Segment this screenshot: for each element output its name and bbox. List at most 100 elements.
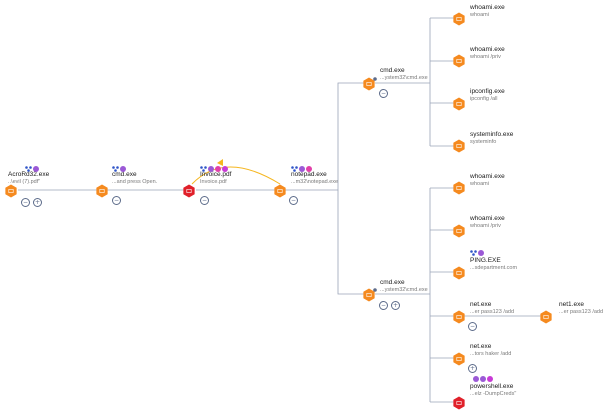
process-name[interactable]: AcroRd32.exe	[8, 171, 50, 178]
detection-badges	[25, 166, 39, 172]
process-hexagon-icon[interactable]	[453, 181, 465, 195]
process-hexagon-icon[interactable]	[540, 310, 552, 324]
edge-notepad-cmd3	[337, 190, 368, 295]
window-glyph-icon	[456, 17, 462, 21]
node-label-notepad: notepad.exe...m32\notepad.exe	[291, 171, 339, 185]
process-commandline: whoami	[470, 180, 489, 187]
pink-badge-icon[interactable]	[306, 166, 312, 172]
process-hexagon-icon-shape	[453, 54, 465, 68]
process-hexagon-icon[interactable]	[453, 310, 465, 324]
triad-dot	[202, 169, 205, 172]
expand-button[interactable]: +	[391, 301, 400, 310]
process-commandline: whoami	[470, 11, 489, 18]
process-hexagon-icon[interactable]	[453, 12, 465, 26]
collapse-button[interactable]: −	[112, 196, 121, 205]
purple-badge-icon[interactable]	[473, 376, 479, 382]
purple-badge-icon[interactable]	[120, 166, 126, 172]
triad-dot	[114, 169, 117, 172]
process-hexagon-icon-shape	[453, 224, 465, 238]
collapse-button[interactable]: −	[468, 322, 477, 331]
triad-dot	[295, 166, 298, 169]
process-name[interactable]: whoami.exe	[470, 173, 505, 180]
process-hexagon-icon-shape	[540, 310, 552, 324]
process-name[interactable]: cmd.exe	[380, 67, 405, 74]
purple-badge-icon[interactable]	[33, 166, 39, 172]
process-hexagon-icon[interactable]	[453, 352, 465, 366]
process-hexagon-icon[interactable]	[5, 184, 17, 198]
process-hexagon-icon[interactable]	[363, 288, 375, 302]
process-hexagon-icon-shape	[96, 184, 108, 198]
triad-icon	[112, 166, 119, 172]
process-commandline: ...m32\notepad.exe	[291, 178, 339, 185]
collapse-button[interactable]: −	[379, 89, 388, 98]
process-hexagon-icon-shape	[453, 352, 465, 366]
process-hexagon-icon-shape	[453, 12, 465, 26]
process-hexagon-icon[interactable]	[453, 266, 465, 280]
edge-arrow	[217, 159, 223, 166]
edge-invoice-notepad-highlight	[191, 166, 281, 185]
triad-dot	[116, 166, 119, 169]
process-name[interactable]: notepad.exe	[291, 171, 327, 178]
purple-badge-icon[interactable]	[478, 250, 484, 256]
process-hexagon-icon[interactable]	[274, 184, 286, 198]
process-hexagon-icon-shape	[363, 77, 375, 91]
process-commandline: ...sdepartment.com	[470, 264, 518, 271]
purple-badge-icon[interactable]	[480, 376, 486, 382]
window-glyph-icon	[456, 271, 462, 275]
triad-dot	[27, 169, 30, 172]
window-glyph-icon	[543, 315, 549, 319]
window-glyph-icon	[99, 189, 105, 193]
purple-badge-icon[interactable]	[208, 166, 214, 172]
collapse-button[interactable]: −	[289, 196, 298, 205]
detection-badges	[200, 166, 228, 172]
triad-dot	[204, 166, 207, 169]
expand-button[interactable]: +	[468, 364, 477, 373]
process-hexagon-icon-shape	[274, 184, 286, 198]
triad-dot	[291, 166, 294, 169]
process-commandline: ...er pass123 /add	[559, 308, 604, 315]
process-hexagon-icon[interactable]	[96, 184, 108, 198]
process-name[interactable]: whoami.exe	[470, 215, 505, 222]
purple-badge-icon[interactable]	[299, 166, 305, 172]
process-commandline: ...elz -DumpCreds"	[470, 390, 517, 397]
magenta-badge-icon[interactable]	[222, 166, 228, 172]
magenta-badge-icon[interactable]	[487, 376, 493, 382]
node-label-net1: net.exe...er pass123 /add	[470, 301, 514, 315]
alert-hexagon-icon[interactable]	[453, 396, 465, 410]
process-name[interactable]: Invoice.pdf	[200, 171, 232, 178]
window-glyph-icon	[366, 82, 372, 86]
triad-dot	[474, 250, 477, 253]
process-hexagon-icon[interactable]	[453, 224, 465, 238]
triad-icon	[470, 250, 477, 256]
process-name[interactable]: powershell.exe	[470, 383, 514, 390]
process-hexagon-icon[interactable]	[453, 97, 465, 111]
process-name[interactable]: systeminfo.exe	[470, 131, 514, 138]
process-name[interactable]: cmd.exe	[380, 279, 405, 286]
process-name[interactable]: net.exe	[470, 343, 492, 350]
process-name[interactable]: net1.exe	[559, 301, 584, 308]
process-hexagon-icon[interactable]	[453, 139, 465, 153]
collapse-button[interactable]: −	[379, 301, 388, 310]
triad-dot	[470, 250, 473, 253]
node-label-net1b: net1.exe...er pass123 /add	[559, 301, 604, 315]
window-glyph-icon	[366, 293, 372, 297]
alert-hexagon-icon[interactable]	[183, 184, 195, 198]
process-hexagon-icon[interactable]	[363, 77, 375, 91]
window-glyph-icon	[456, 315, 462, 319]
process-name[interactable]: ipconfig.exe	[470, 88, 505, 95]
pink-badge-icon[interactable]	[215, 166, 221, 172]
process-name[interactable]: whoami.exe	[470, 46, 505, 53]
process-name[interactable]: net.exe	[470, 301, 492, 308]
node-label-ps: powershell.exe...elz -DumpCreds"	[470, 383, 517, 397]
process-name[interactable]: cmd.exe	[112, 171, 137, 178]
process-name[interactable]: PING.EXE	[470, 257, 501, 264]
process-name[interactable]: whoami.exe	[470, 4, 505, 11]
process-hexagon-icon[interactable]	[453, 54, 465, 68]
collapse-button[interactable]: −	[200, 196, 209, 205]
expand-button[interactable]: +	[33, 198, 42, 207]
collapse-button[interactable]: −	[21, 198, 30, 207]
